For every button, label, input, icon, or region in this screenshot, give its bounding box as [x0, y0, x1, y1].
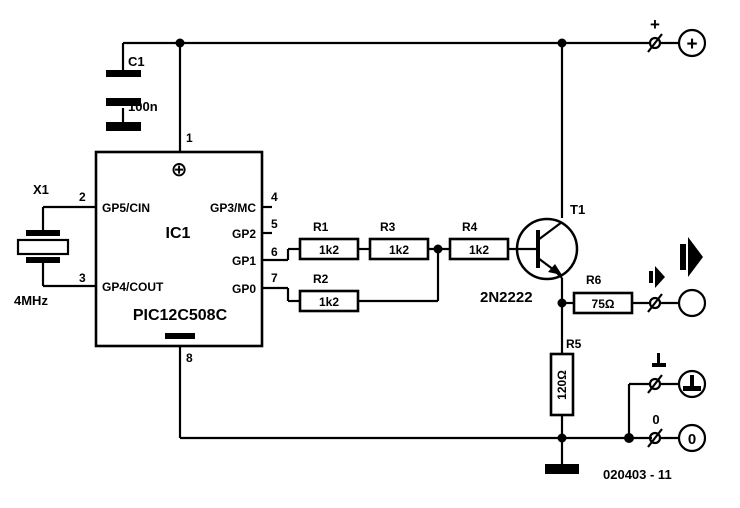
junction-dots — [175, 38, 634, 443]
output-arrow-large-icon — [680, 237, 703, 277]
resistor-r2: R2 1k2 — [298, 272, 360, 313]
ic1-ref: IC1 — [166, 225, 191, 242]
t1-part: 2N2222 — [480, 289, 533, 306]
r4-value: 1k2 — [469, 243, 489, 257]
pin-number-4: 4 — [271, 190, 278, 204]
pin-number-1: 1 — [186, 131, 193, 145]
pin-number-3: 3 — [79, 271, 86, 285]
terminal-zero-mark: 0 — [652, 412, 659, 427]
ic1-part: PIC12C508C — [133, 307, 228, 324]
capacitor-c1: C1 100n — [106, 54, 158, 131]
ground-mark-icon — [652, 353, 666, 367]
pin-label-gp0: GP0 — [232, 282, 256, 296]
ground-circle-icon — [683, 375, 701, 391]
r1-value: 1k2 — [319, 243, 339, 257]
x1-ref: X1 — [33, 182, 49, 197]
r2-value: 1k2 — [319, 295, 339, 309]
pin-number-7: 7 — [271, 271, 278, 285]
output-arrow-small-icon — [649, 266, 665, 288]
resistor-r4: R4 1k2 — [448, 220, 510, 261]
terminal-plus: + + — [647, 15, 707, 58]
terminal-plus-mark: + — [650, 15, 660, 34]
resistor-r5: R5 120Ω — [549, 337, 582, 417]
ground-bar — [545, 464, 579, 474]
pin-label-gp5: GP5/CIN — [102, 201, 150, 215]
terminal-ground — [647, 353, 707, 399]
terminal-plus-circle-label: + — [686, 34, 697, 55]
r3-value: 1k2 — [389, 243, 409, 257]
pin-number-2: 2 — [79, 190, 86, 204]
resistor-r1: R1 1k2 — [298, 220, 360, 261]
pin-number-6: 6 — [271, 245, 278, 259]
pin-label-gp4: GP4/COUT — [102, 280, 164, 294]
pin-label-gp2: GP2 — [232, 227, 256, 241]
pin-label-gp1: GP1 — [232, 254, 256, 268]
r1-ref: R1 — [313, 220, 329, 234]
emitter-arrow-icon — [548, 264, 562, 275]
r6-ref: R6 — [586, 273, 602, 287]
pin-number-8: 8 — [186, 351, 193, 365]
crystal-x1: X1 4MHz — [14, 182, 70, 308]
r4-ref: R4 — [462, 220, 478, 234]
transistor-t1: T1 2N2222 — [480, 202, 585, 306]
figure-code: 020403 - 11 — [603, 467, 672, 482]
r3-ref: R3 — [380, 220, 396, 234]
pin-number-5: 5 — [271, 217, 278, 231]
t1-ref: T1 — [570, 202, 585, 217]
terminal-zero: 0 0 — [647, 412, 707, 453]
terminal-zero-circle-label: 0 — [688, 431, 696, 448]
resistor-r6: R6 75Ω — [572, 273, 634, 315]
terminal-output — [647, 237, 707, 318]
r2-ref: R2 — [313, 272, 329, 286]
ic1-ground-bar — [165, 333, 195, 339]
c1-ref: C1 — [128, 54, 145, 69]
r5-value: 120Ω — [555, 370, 569, 400]
r5-ref: R5 — [566, 337, 582, 351]
r6-value: 75Ω — [592, 297, 615, 311]
pin-label-gp3: GP3/MC — [210, 201, 256, 215]
c1-value: 100n — [128, 99, 158, 114]
ic1-plus-symbol: ⊕ — [171, 159, 188, 181]
ic1-chip: ⊕ IC1 PIC12C508C GP5/CIN GP4/COUT GP3/MC… — [79, 131, 278, 365]
x1-value: 4MHz — [14, 293, 48, 308]
resistor-r3: R3 1k2 — [368, 220, 430, 261]
